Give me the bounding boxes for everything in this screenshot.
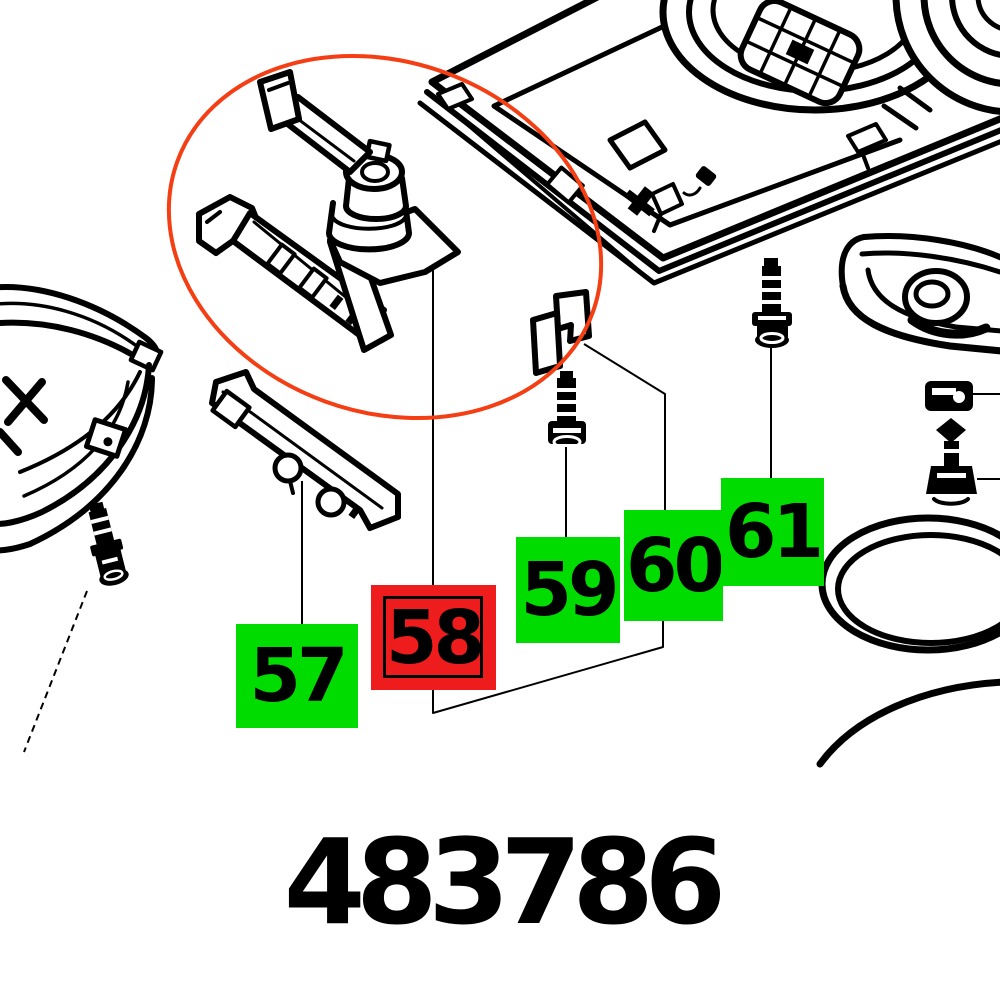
callout-60-number: 60	[626, 522, 725, 609]
fan-housing	[659, 0, 971, 131]
pad-cross-hatch	[0, 376, 48, 456]
leader-line-60	[583, 343, 666, 510]
callout-61[interactable]: 61	[721, 478, 824, 586]
screw-right	[926, 418, 977, 506]
callout-61-number: 61	[725, 489, 824, 575]
leader-line-dashed	[23, 590, 88, 753]
callout-59[interactable]: 59	[516, 537, 620, 643]
screw-part-59	[548, 371, 586, 449]
bracket-part-57	[209, 369, 401, 531]
leader-line-58-60	[432, 621, 664, 714]
leader-lines	[23, 266, 1000, 753]
bottom-arc	[816, 678, 1000, 768]
nut-right	[925, 381, 973, 411]
plate-slot	[607, 119, 668, 171]
part-number: 483786	[283, 813, 727, 951]
corner-rings	[892, 0, 1000, 115]
lever-assembly-part-58	[196, 69, 461, 353]
sanding-pad-left	[0, 284, 164, 554]
callout-57[interactable]: 57	[236, 624, 358, 728]
callout-58-number: 58	[386, 594, 485, 681]
callout-57-number: 57	[249, 633, 349, 719]
plate-anchor-detail	[624, 186, 655, 217]
highlight-ellipse	[166, 54, 604, 420]
clamp-part-60	[530, 289, 592, 376]
seal-ring	[818, 514, 1000, 654]
plate-clip	[545, 165, 585, 205]
callout-58-highlighted[interactable]: 58	[371, 585, 496, 690]
callout-59-number: 59	[520, 547, 620, 633]
screw-part-61	[752, 258, 792, 348]
plate-stud	[695, 166, 717, 186]
fan-hub	[737, 0, 863, 107]
right-housing	[838, 233, 1000, 355]
callout-60[interactable]: 60	[624, 510, 725, 621]
screw-bottom-left	[88, 501, 129, 586]
